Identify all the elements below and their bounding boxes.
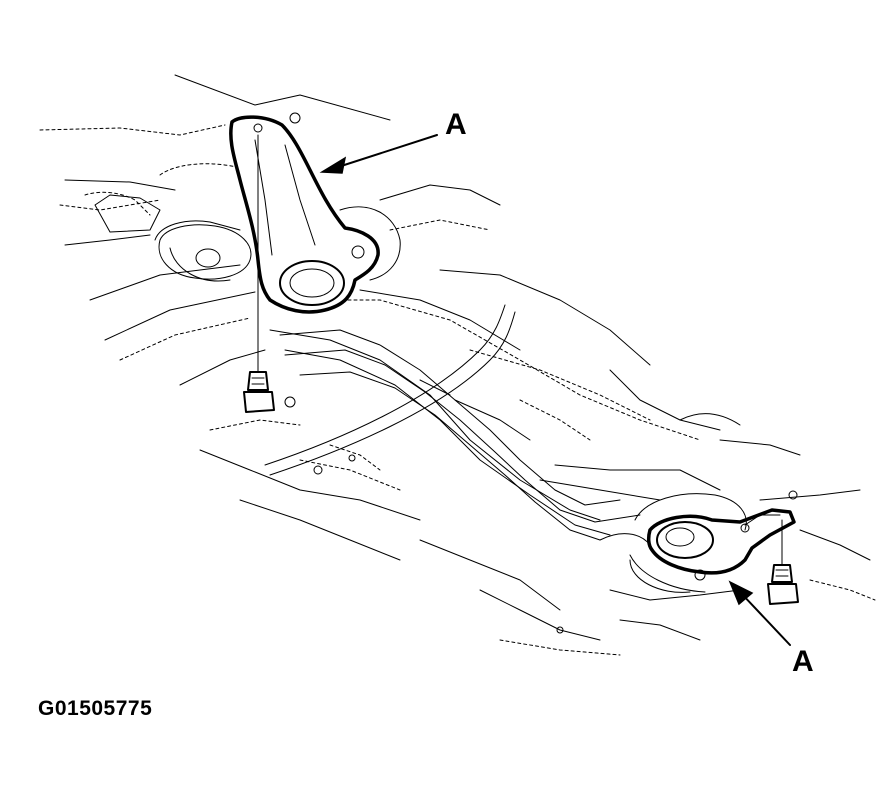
callout-label-a-bottom: A <box>792 645 814 678</box>
background-structure <box>39 74 876 656</box>
hole-markers <box>284 112 798 634</box>
lower-stiffener-bracket <box>646 508 796 581</box>
upper-stiffener-bracket <box>229 115 380 314</box>
lower-mount <box>629 493 747 593</box>
crossmember <box>279 329 641 541</box>
callout-arrow-bottom <box>728 580 791 646</box>
upper-bolt <box>243 134 275 413</box>
callout-label-a-top: A <box>445 108 467 141</box>
long-pipe <box>264 304 516 476</box>
lower-bolt <box>767 519 799 605</box>
upper-left-mount <box>158 224 252 280</box>
figure-id: G01505775 <box>38 697 153 720</box>
callout-arrow-top <box>319 134 438 174</box>
